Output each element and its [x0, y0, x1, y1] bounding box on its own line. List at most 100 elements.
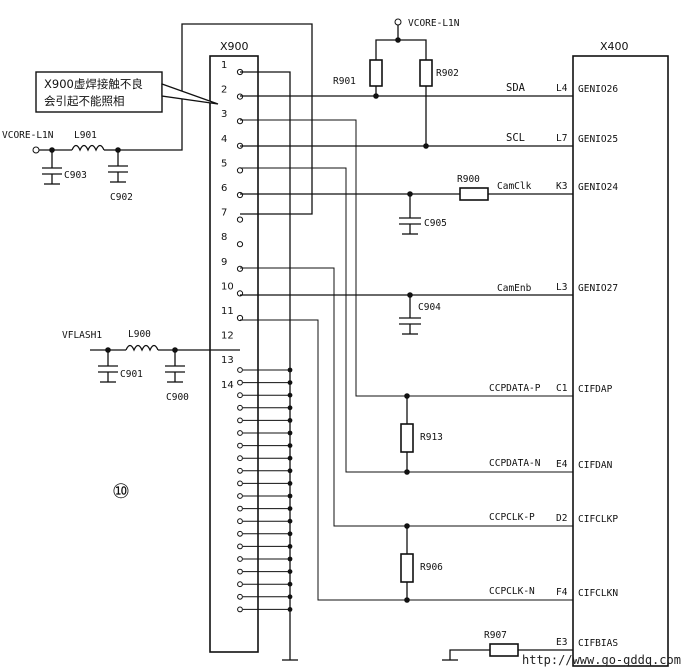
connector-pin-terminal — [237, 404, 243, 411]
ground-junction — [287, 607, 293, 612]
connector-pin-terminal — [237, 467, 243, 474]
ground-junction — [287, 481, 293, 486]
wire-ccpclk-n — [240, 319, 573, 601]
ic-pin-name: GENIO27 — [578, 283, 618, 294]
wire-pin7-vcore — [118, 23, 313, 215]
connector-pin-terminal — [237, 518, 243, 525]
wire-r901-r902-top — [375, 39, 427, 60]
connector-pin-number: 5 — [221, 158, 227, 169]
ground-junction — [287, 493, 293, 499]
ic-pin-ball: L3 — [556, 282, 567, 293]
r907-label: R907 — [484, 630, 507, 641]
connector-pin-terminal — [237, 480, 243, 487]
connector-x900-body — [209, 55, 259, 653]
ic-x400-body — [572, 55, 669, 667]
ground-junction — [287, 556, 293, 562]
connector-pin-terminal — [236, 191, 244, 199]
vcore-top-terminal — [394, 18, 402, 26]
junction-c902 — [115, 147, 121, 153]
connector-pin-number: 8 — [221, 232, 227, 243]
ic-pin-ball: L4 — [556, 83, 568, 94]
ground-junction — [287, 569, 293, 574]
net-sda-label: SDA — [506, 82, 526, 94]
c902-label: C902 — [110, 192, 133, 203]
connector-pin-terminal — [237, 455, 243, 462]
vflash-label: VFLASH1 — [62, 330, 102, 341]
junction-r913-top — [404, 393, 410, 399]
connector-pin-number: 2 — [221, 85, 227, 96]
resistor-r913 — [400, 423, 414, 453]
connector-pin-terminal — [237, 543, 243, 550]
connector-pin-terminal — [236, 314, 244, 322]
ground-junction — [287, 430, 293, 436]
resistor-r906 — [400, 553, 414, 583]
ic-pin-ball: C1 — [556, 383, 568, 394]
ground-junction — [287, 443, 293, 448]
connector-pin-terminal — [237, 568, 243, 575]
connector-pin-number: 10 — [221, 281, 234, 292]
figure-number: ⑩ — [112, 479, 130, 503]
connector-pin-number: 4 — [221, 134, 227, 145]
connector-pin-terminal — [237, 442, 243, 449]
connector-pin-number: 6 — [221, 183, 227, 194]
ic-pin-name: CIFCLKN — [578, 588, 618, 599]
ic-pin-ball: E3 — [556, 637, 567, 648]
ic-pin-name: CIFDAP — [578, 384, 613, 395]
wire-ccpclk-p — [240, 267, 573, 527]
l900-label: L900 — [128, 329, 151, 340]
connector-pin-terminal — [237, 392, 243, 399]
junction-r906-bottom — [404, 597, 410, 603]
connector-pin-terminal — [237, 505, 243, 512]
connector-pin-terminal — [237, 593, 243, 600]
ic-pin-name: GENIO25 — [578, 134, 618, 145]
vcore-left-terminal — [32, 146, 40, 154]
resistor-r902 — [419, 59, 433, 87]
c900-label: C900 — [166, 392, 189, 403]
connector-pin-number: 7 — [221, 208, 227, 219]
connector-pin-terminal — [237, 493, 243, 499]
wire-ccpdata-n — [240, 167, 573, 473]
ground-junction — [287, 392, 293, 398]
resistor-r901 — [369, 59, 383, 87]
r902-label: R902 — [436, 68, 459, 79]
ground-junction — [287, 531, 293, 537]
ic-pin-name: CIFDAN — [578, 460, 613, 471]
ic-pin-ball: L7 — [556, 133, 567, 144]
net-ccpclk-p-label: CCPCLK-P — [489, 512, 535, 523]
vcore-left-label: VCORE-L1N — [2, 130, 54, 141]
c905-label: C905 — [424, 218, 447, 229]
junction-c900 — [172, 347, 178, 353]
ground-junction — [287, 544, 293, 549]
ground-junction — [287, 594, 293, 600]
connector-pin-terminal — [236, 241, 244, 248]
ground-junction — [287, 455, 293, 461]
annotation-pointer — [161, 83, 219, 105]
ic-pin-name: CIFCLKP — [578, 514, 618, 525]
annotation-line1: X900虚焊接触不良 — [44, 77, 143, 91]
junction-c901 — [105, 347, 111, 353]
connector-pin-terminal — [237, 367, 243, 373]
net-camclk-label: CamClk — [497, 181, 532, 192]
ground-junction — [287, 506, 293, 511]
connector-pin-terminal — [237, 581, 243, 588]
r901-label: R901 — [333, 76, 356, 87]
annotation-box — [35, 71, 163, 113]
r913-label: R913 — [420, 432, 443, 443]
connector-pin-number: 9 — [221, 257, 227, 268]
watermark: http://www.go-gddq.com — [522, 653, 681, 667]
ic-pin-ball: K3 — [556, 181, 567, 192]
c903-label: C903 — [64, 170, 87, 181]
c901-label: C901 — [120, 369, 143, 380]
connector-pin-number: 12 — [221, 331, 234, 342]
net-camenb-label: CamEnb — [497, 283, 532, 294]
ic-pin-name: GENIO26 — [578, 84, 618, 95]
r900-label: R900 — [457, 174, 480, 185]
junction-scl — [423, 143, 429, 149]
inductor-l901 — [71, 144, 105, 152]
junction-vcore-top — [395, 37, 401, 43]
ground-junction — [287, 468, 293, 474]
